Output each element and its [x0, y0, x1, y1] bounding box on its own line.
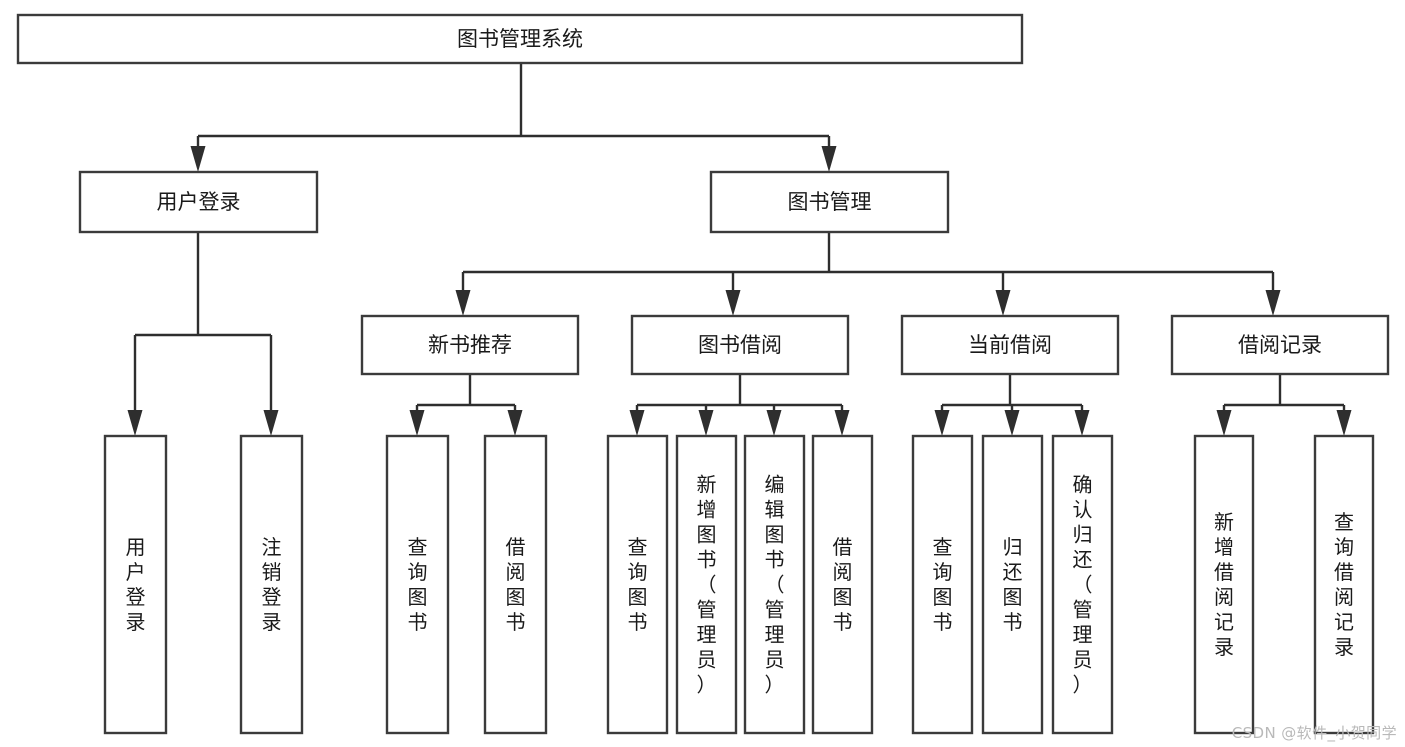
node-label: 查询图书 [628, 535, 648, 634]
node-leaf-logout[interactable]: 注销登录 [239, 434, 304, 735]
node-label: 用户登录 [157, 190, 241, 214]
node-leaf-borrow-query[interactable]: 查询图书 [606, 434, 669, 735]
node-current-borrow[interactable]: 当前借阅 [900, 314, 1120, 376]
node-leaf-rec-query[interactable]: 查询图书 [385, 434, 450, 735]
node-user-login[interactable]: 用户登录 [78, 170, 319, 234]
connector-book-manage [455, 232, 1281, 316]
connector-layer [127, 63, 1352, 436]
node-label: 借阅记录 [1238, 333, 1322, 357]
node-label: 用户登录 [126, 535, 146, 634]
node-leaf-book-edit[interactable]: 编辑图书（管理员） [743, 434, 806, 735]
node-leaf-return[interactable]: 归还图书 [981, 434, 1044, 735]
connector-book-borrow [629, 374, 850, 436]
node-label: 图书管理系统 [457, 27, 583, 51]
node-borrow-record[interactable]: 借阅记录 [1170, 314, 1390, 376]
node-label: 新增图书（管理员） [697, 473, 717, 697]
node-label: 借阅图书 [833, 535, 853, 634]
node-label: 查询图书 [408, 535, 428, 634]
node-label: 新增借阅记录 [1214, 510, 1234, 659]
node-label: 注销登录 [262, 535, 282, 634]
node-leaf-rec-borrow[interactable]: 借阅图书 [483, 434, 548, 735]
node-label: 编辑图书（管理员） [765, 473, 785, 697]
node-leaf-user-login[interactable]: 用户登录 [103, 434, 168, 735]
node-label: 查询借阅记录 [1334, 510, 1354, 659]
node-book-manage[interactable]: 图书管理 [709, 170, 950, 234]
node-layer: 图书管理系统用户登录图书管理新书推荐图书借阅当前借阅借阅记录用户登录注销登录查询… [16, 13, 1390, 735]
node-leaf-book-add[interactable]: 新增图书（管理员） [675, 434, 738, 735]
node-label: 查询图书 [933, 535, 953, 634]
node-leaf-borrow-book[interactable]: 借阅图书 [811, 434, 874, 735]
node-label: 图书管理 [788, 190, 872, 214]
node-label: 当前借阅 [968, 333, 1052, 357]
node-label: 确认归还（管理员） [1073, 473, 1093, 697]
node-label: 归还图书 [1003, 535, 1023, 634]
connector-user-login [127, 232, 279, 436]
connector-borrow-record [1216, 374, 1352, 436]
node-label: 新书推荐 [428, 333, 512, 357]
node-leaf-cur-query[interactable]: 查询图书 [911, 434, 974, 735]
connector-new-book-rec [409, 374, 523, 436]
node-leaf-confirm-return[interactable]: 确认归还（管理员） [1051, 434, 1114, 735]
node-label: 图书借阅 [698, 333, 782, 357]
node-root[interactable]: 图书管理系统 [16, 13, 1024, 65]
connector-current-borrow [934, 374, 1090, 436]
node-label: 借阅图书 [506, 535, 526, 634]
node-leaf-rec-query2[interactable]: 查询借阅记录 [1313, 434, 1375, 735]
node-book-borrow[interactable]: 图书借阅 [630, 314, 850, 376]
connector-root [190, 63, 837, 172]
node-new-book-rec[interactable]: 新书推荐 [360, 314, 580, 376]
node-leaf-rec-add[interactable]: 新增借阅记录 [1193, 434, 1255, 735]
